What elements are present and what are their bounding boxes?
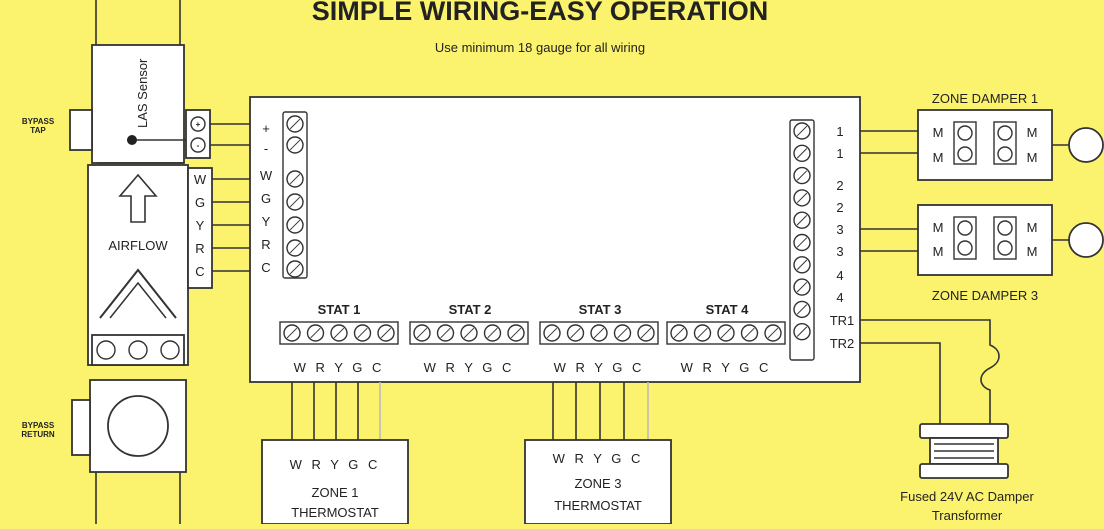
damper-transformer: Fused 24V AC Damper Transformer xyxy=(900,423,1035,523)
bypass-return-label-1: BYPASS xyxy=(22,421,55,430)
zone-1-thermostat-pins: W R Y G C xyxy=(290,457,381,472)
stat-3-label: STAT 3 xyxy=(579,302,622,317)
zone-damper-1: ZONE DAMPER 1 M M M M xyxy=(917,91,1104,181)
svg-text:M: M xyxy=(933,220,944,235)
thermostat-wires xyxy=(291,382,649,440)
panel-minus-label: - xyxy=(264,141,268,156)
panel-zone2a-label: 2 xyxy=(836,178,843,193)
las-sensor-box xyxy=(91,44,185,164)
sensor-g-label: G xyxy=(195,195,205,210)
bypass-return-opening xyxy=(107,395,169,457)
stat-4-label: STAT 4 xyxy=(706,302,750,317)
svg-text:M: M xyxy=(1027,220,1038,235)
panel-zone1a-label: 1 xyxy=(836,124,843,139)
sensor-control-terminals xyxy=(187,167,213,289)
bypass-tap-label-2: TAP xyxy=(30,126,46,135)
stat-block-2: STAT 2 W R Y G C xyxy=(409,302,529,375)
transformer-label-1: Fused 24V AC Damper xyxy=(900,489,1034,504)
zone-damper-1-label: ZONE DAMPER 1 xyxy=(932,91,1038,106)
stat-4-pins: W R Y G C xyxy=(681,360,772,375)
panel-c-label: C xyxy=(261,260,270,275)
diagram-subtitle: Use minimum 18 gauge for all wiring xyxy=(435,40,645,55)
panel-w-label: W xyxy=(260,168,273,183)
svg-text:M: M xyxy=(1027,125,1038,140)
panel-zone3b-label: 3 xyxy=(836,244,843,259)
stat-1-pins: W R Y G C xyxy=(294,360,385,375)
sensor-y-label: Y xyxy=(196,218,205,233)
panel-damper-wires xyxy=(860,130,1000,424)
panel-zone1b-label: 1 xyxy=(836,146,843,161)
stat-block-3: STAT 3 W R Y G C xyxy=(539,302,659,375)
panel-tr2-label: TR2 xyxy=(830,336,855,351)
zone-3-thermostat-pins: W R Y G C xyxy=(553,451,644,466)
sensor-minus-label: - xyxy=(197,141,200,150)
panel-tr1-label: TR1 xyxy=(830,313,855,328)
stat-2-pins: W R Y G C xyxy=(424,360,515,375)
panel-g-label: G xyxy=(261,191,271,206)
svg-text:M: M xyxy=(933,150,944,165)
panel-zone4b-label: 4 xyxy=(836,290,843,305)
diagram-title: SIMPLE WIRING-EASY OPERATION xyxy=(312,0,769,26)
bypass-tap-collar xyxy=(69,109,93,151)
stat-block-1: STAT 1 W R Y G C xyxy=(279,302,399,375)
sensor-panel-wires xyxy=(210,123,250,272)
zone-3-thermostat-zone: ZONE 3 xyxy=(575,476,622,491)
svg-text:M: M xyxy=(933,244,944,259)
sensor-probe-dot xyxy=(127,135,137,145)
transformer-label-2: Transformer xyxy=(932,508,1003,523)
zone-damper-1-box xyxy=(917,109,1053,181)
bypass-assembly: LAS Sensor BYPASS TAP AIRFLOW BYPASS RET… xyxy=(21,0,213,524)
stat-2-label: STAT 2 xyxy=(449,302,492,317)
airflow-arrow-icon xyxy=(118,173,158,223)
las-sensor-label: LAS Sensor xyxy=(135,58,150,128)
panel-r-label: R xyxy=(261,237,270,252)
airflow-label: AIRFLOW xyxy=(108,238,168,253)
stat-3-pins: W R Y G C xyxy=(554,360,645,375)
sensor-w-label: W xyxy=(194,172,207,187)
panel-zone3a-label: 3 xyxy=(836,222,843,237)
zone-1-thermostat-zone: ZONE 1 xyxy=(312,485,359,500)
zone-1-thermostat-box xyxy=(261,439,409,525)
panel-y-label: Y xyxy=(262,214,271,229)
panel-plus-label: + xyxy=(262,121,270,136)
svg-text:M: M xyxy=(933,125,944,140)
stat-block-4: STAT 4 W R Y G C xyxy=(666,302,786,375)
zone-damper-1-motor xyxy=(1068,127,1104,163)
svg-text:M: M xyxy=(1027,150,1038,165)
zone-damper-3-label: ZONE DAMPER 3 xyxy=(932,288,1038,303)
bypass-tap-label-1: BYPASS xyxy=(22,117,55,126)
sensor-r-label: R xyxy=(195,241,204,256)
sensor-c-label: C xyxy=(195,264,204,279)
zone-3-thermostat: W R Y G C ZONE 3 THERMOSTAT xyxy=(524,439,672,525)
zone-1-thermostat: W R Y G C ZONE 1 THERMOSTAT xyxy=(261,439,409,525)
bypass-return-label-2: RETURN xyxy=(21,430,55,439)
zone-damper-3-motor xyxy=(1068,222,1104,258)
zone-1-thermostat-type: THERMOSTAT xyxy=(291,505,379,520)
panel-zone4a-label: 4 xyxy=(836,268,843,283)
panel-zone2b-label: 2 xyxy=(836,200,843,215)
zone-damper-3-box xyxy=(917,204,1053,276)
control-panel: + - W G Y R C 1 1 2 2 3 3 4 4 TR1 TR2 ST… xyxy=(249,96,861,383)
sensor-plus-label: + xyxy=(196,120,201,129)
stat-1-label: STAT 1 xyxy=(318,302,361,317)
svg-text:M: M xyxy=(1027,244,1038,259)
zone-3-thermostat-type: THERMOSTAT xyxy=(554,498,642,513)
zone-damper-3: M M M M ZONE DAMPER 3 xyxy=(917,204,1104,303)
chevron-icon xyxy=(99,268,177,319)
